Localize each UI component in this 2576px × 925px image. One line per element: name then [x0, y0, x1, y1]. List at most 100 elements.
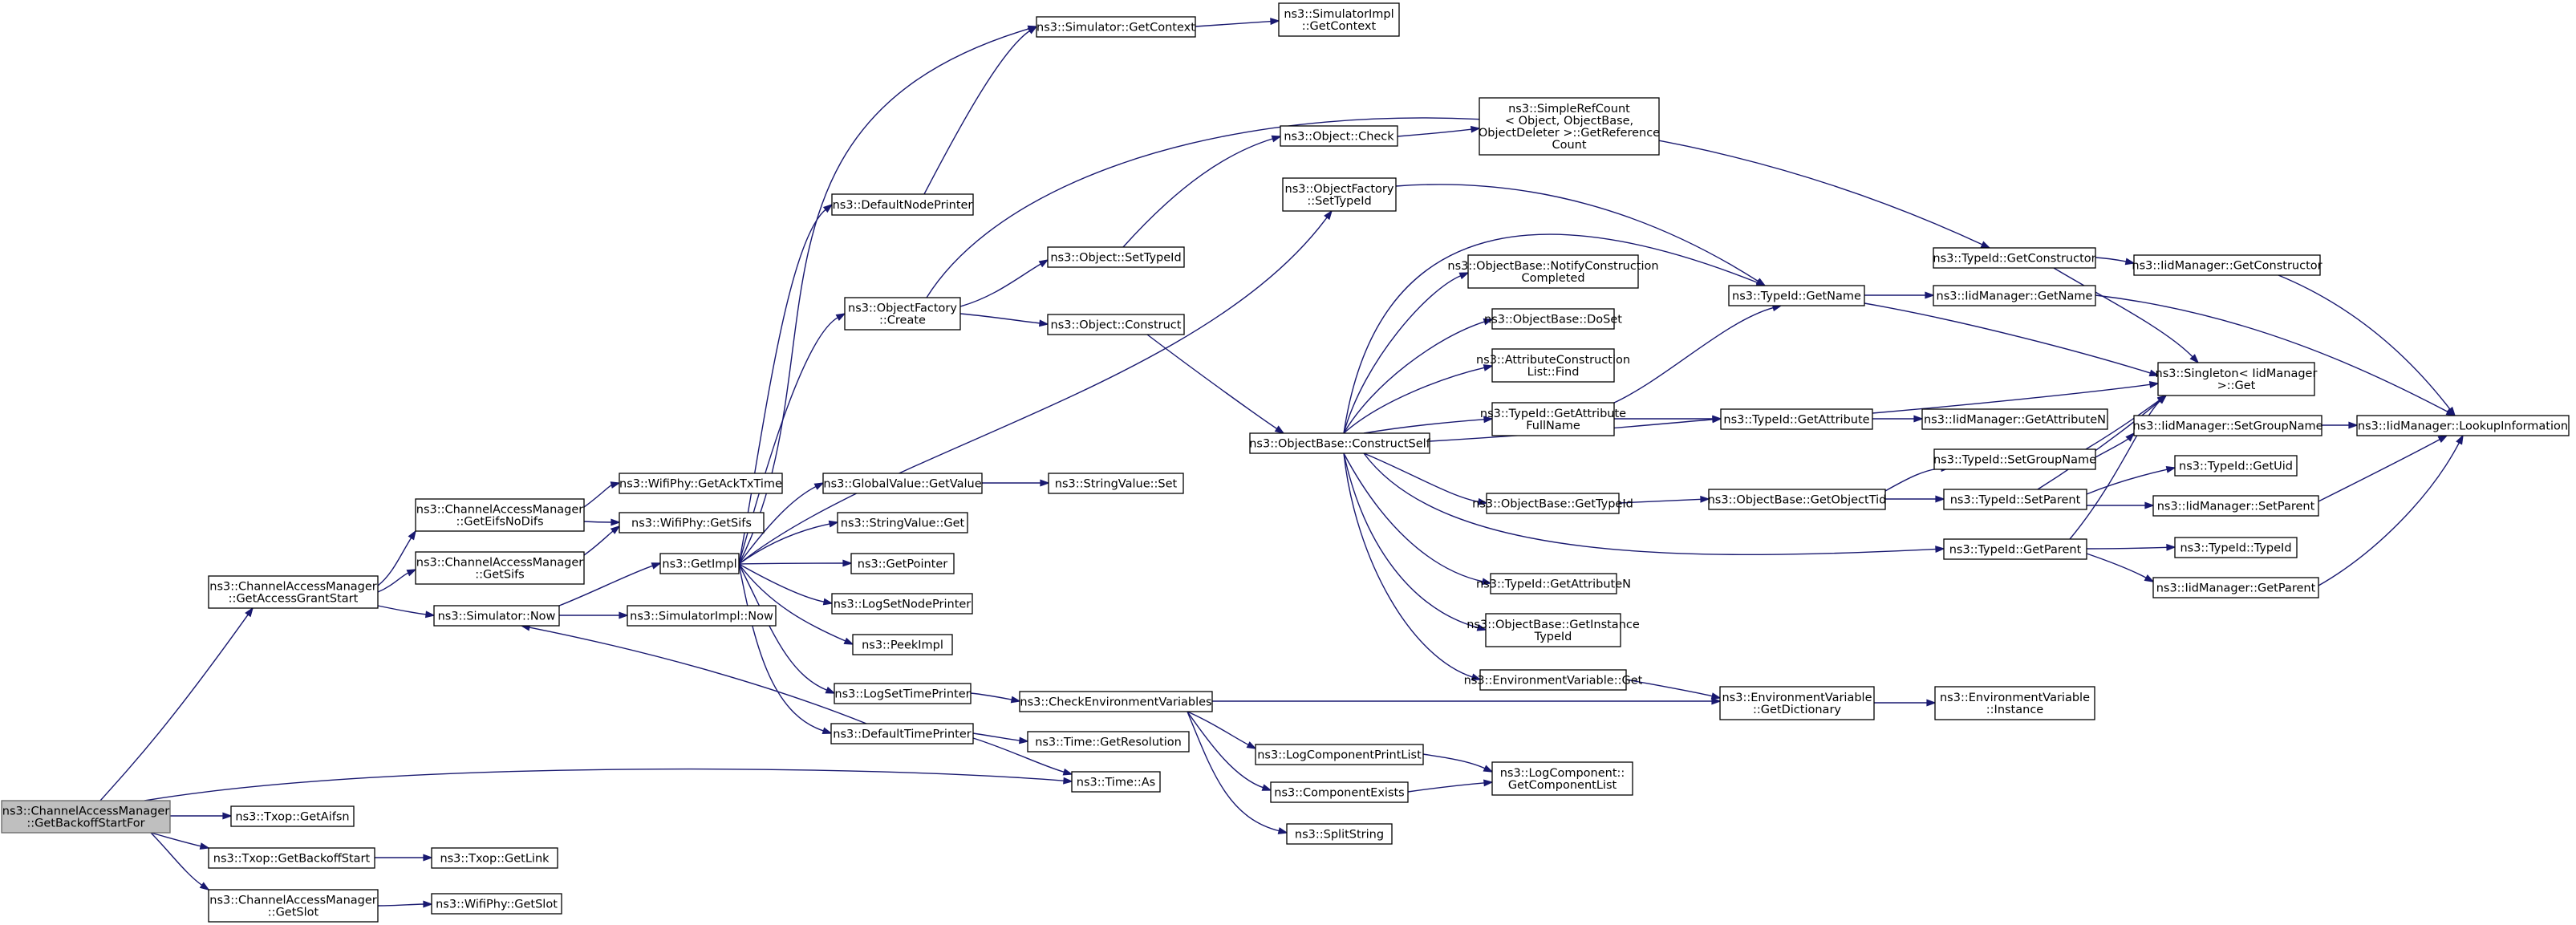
node-label: ns3::GetPointer: [858, 558, 948, 571]
node-label: ns3::PeekImpl: [862, 639, 943, 652]
node-component-exists[interactable]: ns3::ComponentExists: [1270, 781, 1409, 803]
edge-line: [1363, 452, 1480, 503]
node-get-attribute-n[interactable]: ns3::TypeId::GetAttributeN: [1476, 573, 1631, 594]
edge-arrowhead: [199, 842, 210, 850]
node-default-node-printer[interactable]: ns3::DefaultNodePrinter: [831, 193, 974, 216]
node-log-set-node-printer[interactable]: ns3::LogSetNodePrinter: [831, 593, 973, 615]
node-label: ns3::IidManager::GetParent: [2156, 582, 2316, 595]
node-box: [1479, 97, 1660, 156]
edge-arrowhead: [1027, 26, 1038, 34]
node-get-object-tid[interactable]: ns3::ObjectBase::GetObjectTid: [1708, 489, 1887, 510]
node-type-id-get-parent[interactable]: ns3::TypeId::GetParent: [1943, 538, 2087, 560]
node-type-id-type-id[interactable]: ns3::TypeId::TypeId: [2174, 537, 2298, 558]
edge-arrowhead: [1010, 696, 1021, 704]
node-type-id-set-parent[interactable]: ns3::TypeId::SetParent: [1943, 489, 2087, 510]
node-string-value-get[interactable]: ns3::StringValue::Get: [837, 512, 968, 533]
node-get-impl[interactable]: ns3::GetImpl: [659, 553, 740, 574]
node-log-set-time-printer[interactable]: ns3::LogSetTimePrinter: [834, 683, 972, 704]
node-get-sifs-cam[interactable]: ns3::ChannelAccessManager::GetSifs: [415, 551, 585, 585]
node-split-string[interactable]: ns3::SplitString: [1286, 823, 1393, 845]
node-get-link[interactable]: ns3::Txop::GetLink: [431, 847, 558, 869]
node-object-construct[interactable]: ns3::Object::Construct: [1047, 314, 1185, 335]
node-log-component-get-list[interactable]: ns3::LogComponent::GetComponentList: [1491, 761, 1633, 796]
node-object-check[interactable]: ns3::Object::Check: [1280, 125, 1398, 147]
node-sim-impl-now[interactable]: ns3::SimulatorImpl::Now: [627, 605, 777, 627]
node-iid-get-attribute-n[interactable]: ns3::IidManager::GetAttributeN: [1921, 408, 2108, 430]
edge-checkEnvVars-to-splitString: [1187, 711, 1288, 834]
edge-globalValueGetValue-to-stringValueSet: [981, 479, 1050, 487]
node-label: ns3::Simulator::GetContext: [1036, 22, 1195, 34]
node-peek-impl[interactable]: ns3::PeekImpl: [852, 634, 953, 655]
node-global-value-get-value[interactable]: ns3::GlobalValue::GetValue: [822, 473, 983, 494]
node-label: ns3::DefaultNodePrinter: [833, 199, 973, 212]
node-iid-get-constructor[interactable]: ns3::IidManager::GetConstructor: [2132, 254, 2322, 276]
node-type-id-get-name[interactable]: ns3::TypeId::GetName: [1728, 285, 1865, 306]
node-env-var-instance[interactable]: ns3::EnvironmentVariable::Instance: [1934, 686, 2095, 720]
edge-line: [926, 117, 1984, 298]
node-box: [2174, 537, 2298, 558]
node-construct-self[interactable]: ns3::ObjectBase::ConstructSelf: [1249, 432, 1431, 454]
node-get-pointer[interactable]: ns3::GetPointer: [850, 553, 955, 574]
edge-getEifsNoDifs-to-getSifsPhy: [583, 518, 621, 526]
node-type-id-get-uid[interactable]: ns3::TypeId::GetUid: [2174, 455, 2298, 477]
edge-arrowhead: [842, 559, 853, 567]
node-type-id-set-group-name[interactable]: ns3::TypeId::SetGroupName: [1933, 448, 2096, 470]
call-edges: [99, 18, 2464, 908]
edge-objectFactoryCreate-to-objectSetTypeId: [959, 259, 1049, 307]
node-sim-impl-get-context[interactable]: ns3::SimulatorImpl::GetContext: [1278, 2, 1400, 37]
node-iid-lookup-information[interactable]: ns3::IidManager::LookupInformation: [2356, 415, 2570, 436]
node-get-backoff-start[interactable]: ns3::Txop::GetBackoffStart: [208, 847, 375, 869]
node-time-as[interactable]: ns3::Time::As: [1071, 771, 1161, 793]
node-object-factory-set-type-id[interactable]: ns3::ObjectFactory::SetTypeId: [1282, 177, 1397, 212]
node-box: [850, 553, 955, 574]
node-get-slot-cam[interactable]: ns3::ChannelAccessManager::GetSlot: [208, 889, 379, 923]
node-object-base-get-type-id[interactable]: ns3::ObjectBase::GetTypeId: [1472, 493, 1633, 514]
edge-line: [1343, 452, 1474, 678]
node-log-component-print-list[interactable]: ns3::LogComponentPrintList: [1255, 744, 1424, 765]
node-box: [1933, 285, 2096, 306]
node-do-set[interactable]: ns3::ObjectBase::DoSet: [1484, 308, 1622, 330]
node-get-slot-phy[interactable]: ns3::WifiPhy::GetSlot: [431, 893, 562, 915]
node-iid-set-group-name[interactable]: ns3::IidManager::SetGroupName: [2132, 415, 2323, 436]
edge-arrowhead: [2165, 465, 2176, 473]
node-object-factory-create[interactable]: ns3::ObjectFactory::Create: [844, 297, 961, 331]
node-label: ns3::SplitString: [1295, 829, 1384, 842]
edge-line: [1872, 383, 2152, 414]
edge-typeIdGetConstructor-to-iidGetConstructor: [2095, 257, 2136, 266]
node-check-env-vars[interactable]: ns3::CheckEnvironmentVariables: [1019, 691, 1213, 712]
node-iid-set-parent[interactable]: ns3::IidManager::SetParent: [2152, 495, 2319, 517]
edge-root-to-getAccessGrantStart: [99, 607, 254, 801]
node-type-id-get-constructor[interactable]: ns3::TypeId::GetConstructor: [1933, 247, 2096, 269]
edge-root-to-getBackoffStart: [150, 832, 210, 850]
node-string-value-set[interactable]: ns3::StringValue::Set: [1048, 473, 1184, 494]
node-time-get-resolution[interactable]: ns3::Time::GetResolution: [1027, 731, 1190, 753]
node-get-aifsn[interactable]: ns3::Txop::GetAifsn: [230, 805, 355, 827]
node-iid-get-name[interactable]: ns3::IidManager::GetName: [1933, 285, 2096, 306]
node-label: ns3::SimpleRefCount: [1508, 103, 1630, 116]
node-get-sifs-phy[interactable]: ns3::WifiPhy::GetSifs: [619, 512, 765, 533]
edge-typeIdSetGroupName-to-iidSetGroupName: [2095, 432, 2136, 458]
node-env-var-get[interactable]: ns3::EnvironmentVariable::Get: [1464, 669, 1643, 691]
edge-componentExists-to-logComponentGetList: [1407, 779, 1494, 793]
node-box: [415, 498, 585, 532]
node-get-ack-tx-time[interactable]: ns3::WifiPhy::GetAckTxTime: [619, 473, 783, 494]
node-simple-ref-count[interactable]: ns3::SimpleRefCount< Object, ObjectBase,…: [1479, 97, 1660, 156]
node-singleton-get[interactable]: ns3::Singleton< IidManager>::Get: [2156, 362, 2318, 396]
node-label: Completed: [1521, 272, 1584, 285]
node-box: [2133, 415, 2322, 436]
node-default-time-printer[interactable]: ns3::DefaultTimePrinter: [830, 723, 974, 744]
node-box: [822, 473, 983, 494]
node-object-set-type-id[interactable]: ns3::Object::SetTypeId: [1047, 246, 1185, 268]
node-env-var-get-dictionary[interactable]: ns3::EnvironmentVariable::GetDictionary: [1719, 686, 1875, 720]
node-get-eifs-no-difs[interactable]: ns3::ChannelAccessManager::GetEifsNoDifs: [415, 498, 585, 532]
node-label: ns3::Simulator::Now: [438, 611, 556, 623]
node-get-context[interactable]: ns3::Simulator::GetContext: [1036, 16, 1196, 38]
node-simulator-now[interactable]: ns3::Simulator::Now: [433, 605, 560, 627]
node-get-access-grant-start[interactable]: ns3::ChannelAccessManager::GetAccessGran…: [208, 575, 379, 609]
node-iid-get-parent[interactable]: ns3::IidManager::GetParent: [2152, 577, 2319, 598]
node-type-id-get-attribute[interactable]: ns3::TypeId::GetAttribute: [1720, 408, 1873, 430]
node-notify-construction[interactable]: ns3::ObjectBase::NotifyConstructionCompl…: [1447, 254, 1659, 289]
